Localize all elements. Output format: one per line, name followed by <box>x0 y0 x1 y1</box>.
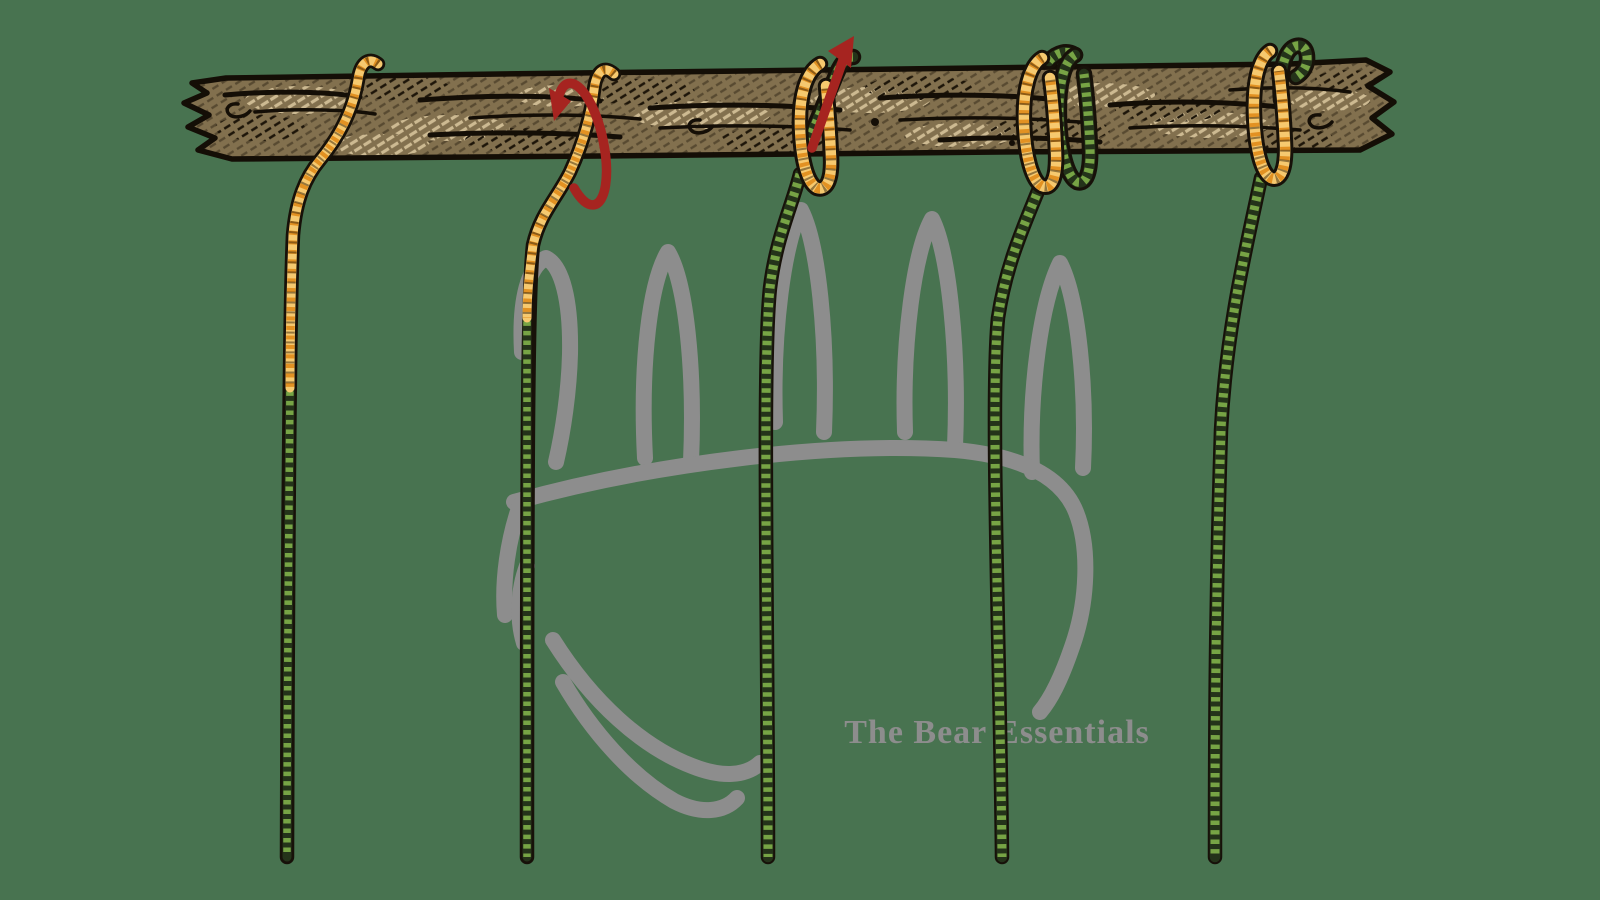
pull-arrow-icon <box>807 36 854 153</box>
bear-paw-watermark-icon <box>496 202 1094 819</box>
rotation-arrow-icon <box>549 78 612 210</box>
rope-step-5 <box>1215 46 1307 857</box>
rope-step-1 <box>287 61 378 857</box>
